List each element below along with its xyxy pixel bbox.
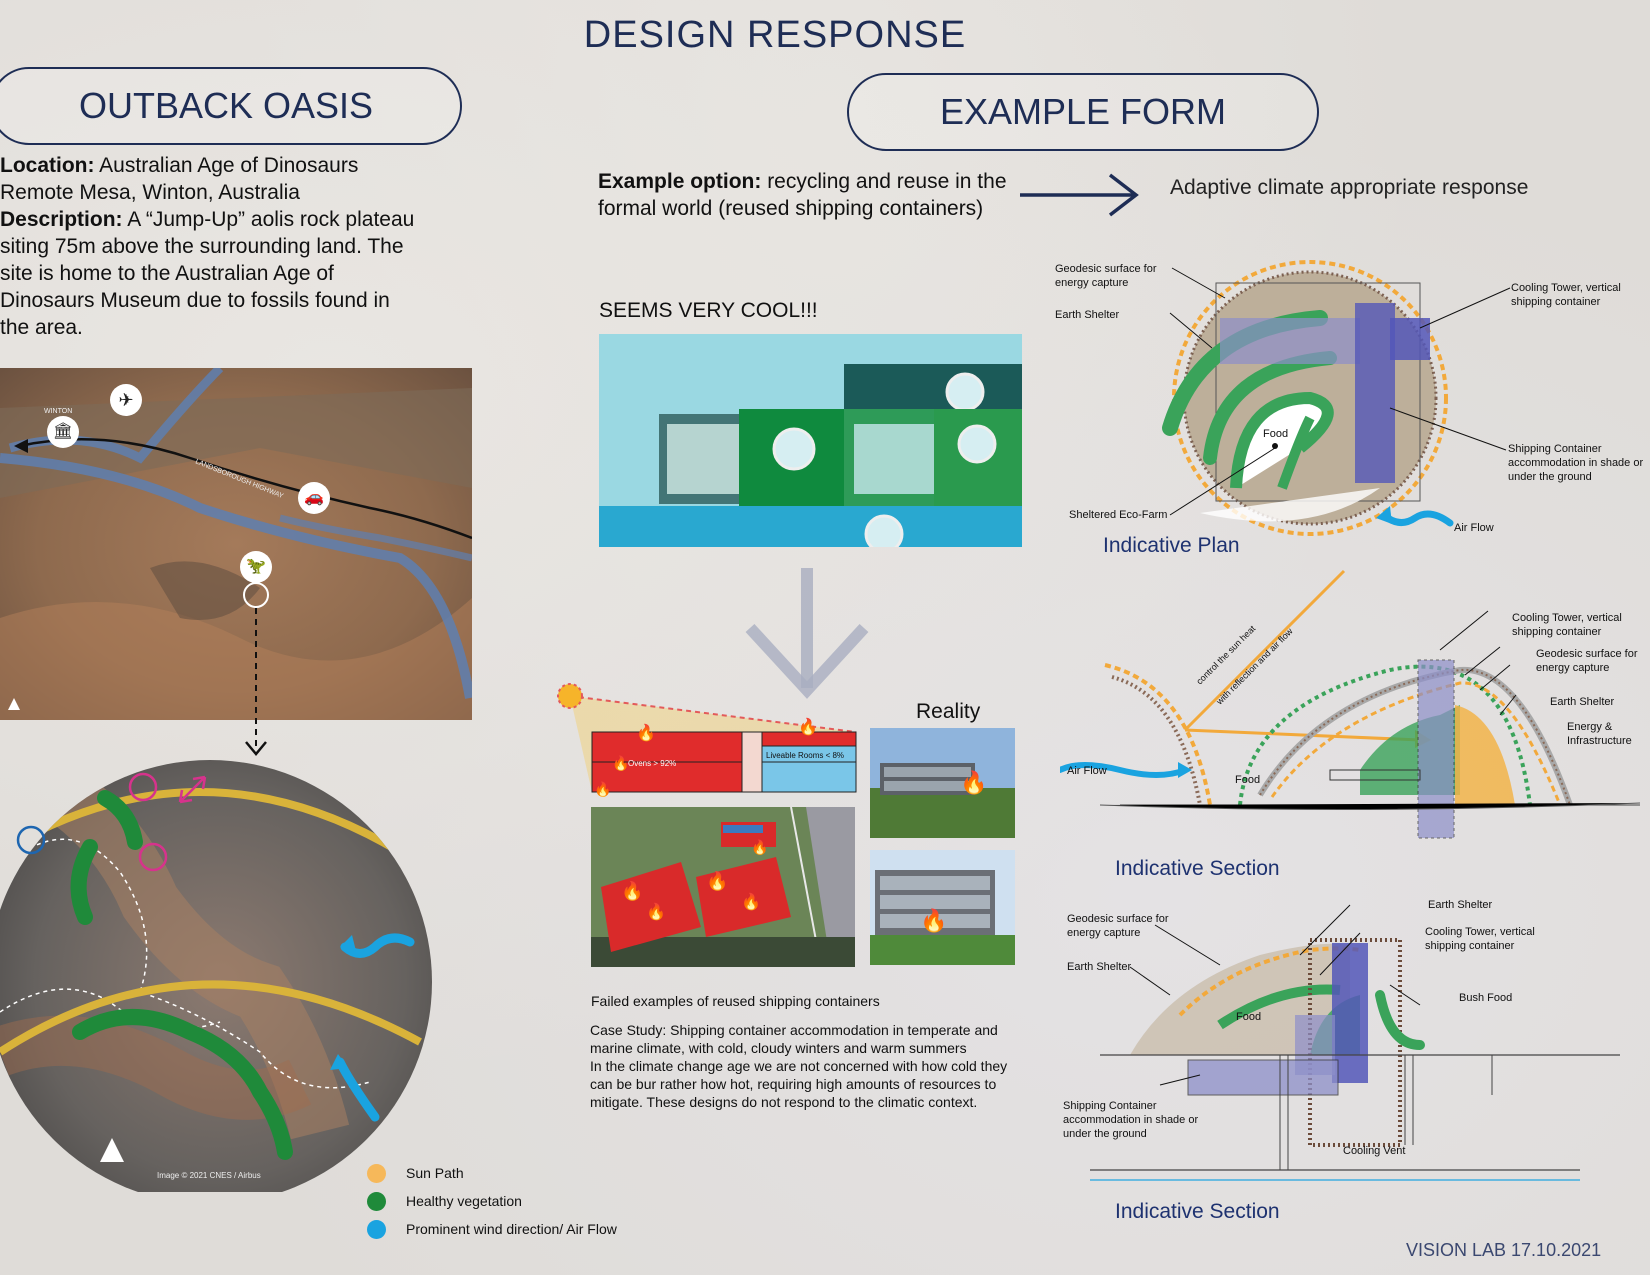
car-icon: 🚗: [298, 482, 330, 514]
svg-text:🔥: 🔥: [741, 892, 761, 911]
fire-icon: 🔥: [594, 781, 611, 798]
sun-control-label-2: with reflection and air flow: [1214, 626, 1295, 707]
sun-icon: [557, 683, 583, 709]
svg-text:🔥: 🔥: [646, 902, 666, 921]
legend-vegetation: Healthy vegetation: [367, 1187, 617, 1215]
reality-label: Reality: [916, 700, 981, 723]
location-text: Australian Age of Dinosaurs Remote Mesa,…: [0, 154, 359, 204]
indicative-section-2: Food: [1090, 904, 1620, 1181]
section1-geodesic-label: Geodesic surface for energy capture: [1536, 648, 1638, 674]
site-description: Location: Australian Age of Dinosaurs Re…: [0, 152, 420, 341]
reality-photo-2: 🔥: [870, 850, 1015, 965]
svg-text:🔥: 🔥: [920, 908, 947, 933]
indicative-section-1: control the sun heat with reflection and…: [1060, 569, 1641, 839]
map-zoom-arrow: [245, 718, 267, 756]
arrow-right-icon: [1020, 173, 1139, 217]
plan-shipping-label: Shipping Container accommodation in shad…: [1508, 443, 1644, 483]
fire-icon: 🔥: [636, 723, 656, 742]
svg-text:Food: Food: [1263, 428, 1288, 440]
failed-examples-caption: Failed examples of reused shipping conta…: [591, 993, 880, 1009]
aerial-credit: Image © 2021 CNES / Airbus: [157, 1171, 261, 1180]
failed-aerial-photo: 🔥 🔥 🔥 🔥 🔥: [591, 807, 855, 967]
section2-caption: Indicative Section: [1115, 1200, 1280, 1223]
map-town-label: WINTON: [44, 408, 72, 415]
legend-sun-path: Sun Path: [367, 1159, 617, 1187]
indicative-plan: Food: [1162, 260, 1511, 536]
plan-eco-farm-label: Sheltered Eco-Farm: [1069, 509, 1168, 521]
ovens-label: Ovens > 92%: [628, 759, 676, 768]
page-title: DESIGN RESPONSE: [583, 14, 967, 56]
fire-icon: 🔥: [612, 755, 629, 772]
section1-energy-label: Energy & Infrastructure: [1567, 721, 1632, 747]
section2-shipping-label: Shipping Container accommodation in shad…: [1063, 1100, 1199, 1140]
legend: Sun Path Healthy vegetation Prominent wi…: [367, 1159, 617, 1243]
plan-cooling-tower-label: Cooling Tower, vertical shipping contain…: [1511, 282, 1621, 308]
description-label: Description:: [0, 208, 123, 231]
adaptive-response-label: Adaptive climate appropriate response: [1170, 176, 1529, 199]
section2-cooling-tower-label: Cooling Tower, vertical shipping contain…: [1425, 926, 1535, 952]
liveable-label: Liveable Rooms < 8%: [766, 751, 844, 760]
example-option-text: Example option: recycling and reuse in t…: [598, 170, 1007, 220]
section1-cooling-tower-label: Cooling Tower, vertical shipping contain…: [1512, 612, 1622, 638]
section1-air-flow-label: Air Flow: [1067, 765, 1107, 777]
svg-text:Food: Food: [1235, 774, 1260, 786]
svg-text:🔥: 🔥: [706, 870, 728, 891]
airplane-icon: ✈: [110, 384, 142, 416]
section2-bush-food-label: Bush Food: [1459, 992, 1513, 1004]
svg-text:🔥: 🔥: [621, 880, 643, 901]
svg-text:🔥: 🔥: [960, 770, 987, 795]
dinosaur-icon: 🦖: [240, 551, 272, 583]
plan-caption: Indicative Plan: [1103, 534, 1240, 557]
section2-geodesic-label: Geodesic surface for energy capture: [1067, 913, 1169, 939]
fire-icon: 🔥: [798, 717, 818, 736]
case-study-text: Case Study: Shipping container accommoda…: [590, 1022, 1008, 1110]
container-photo: [599, 334, 1022, 547]
satellite-map: LANDSBOROUGH HIGHWAY WINTON ✈ 🏛 🚗 🦖: [0, 368, 472, 720]
section1-caption: Indicative Section: [1115, 857, 1280, 880]
outback-oasis-pill: OUTBACK OASIS: [0, 67, 462, 145]
north-arrow-icon: [8, 698, 20, 710]
section2-earth-shelter-left-label: Earth Shelter: [1067, 961, 1132, 973]
description-text: A “Jump-Up” aolis rock plateau siting 75…: [0, 208, 415, 339]
reality-photo-1: 🔥: [870, 728, 1015, 838]
plan-geodesic-label: Geodesic surface for energy capture: [1055, 263, 1157, 289]
svg-text:🔥: 🔥: [751, 839, 768, 856]
example-form-pill: EXAMPLE FORM: [847, 73, 1319, 151]
legend-wind: Prominent wind direction/ Air Flow: [367, 1215, 617, 1243]
building-icon: 🏛: [47, 416, 79, 448]
svg-text:Food: Food: [1236, 1011, 1261, 1023]
location-label: Location:: [0, 154, 95, 177]
section2-cooling-vent-label: Cooling Vent: [1343, 1145, 1406, 1157]
seems-cool-label: SEEMS VERY COOL!!!: [599, 299, 818, 322]
plan-earth-shelter-label: Earth Shelter: [1055, 309, 1120, 321]
footer-credit: VISION LAB 17.10.2021: [1406, 1240, 1602, 1260]
arrow-down-icon: [745, 568, 869, 699]
heat-diagram: Ovens > 92% Liveable Rooms < 8% 🔥 🔥 🔥 🔥: [557, 683, 857, 798]
plan-air-flow-label: Air Flow: [1454, 522, 1494, 534]
aerial-site-circle: Image © 2021 CNES / Airbus: [0, 760, 432, 1192]
section2-earth-shelter-top-label: Earth Shelter: [1428, 899, 1493, 911]
section1-earth-shelter-label: Earth Shelter: [1550, 696, 1615, 708]
